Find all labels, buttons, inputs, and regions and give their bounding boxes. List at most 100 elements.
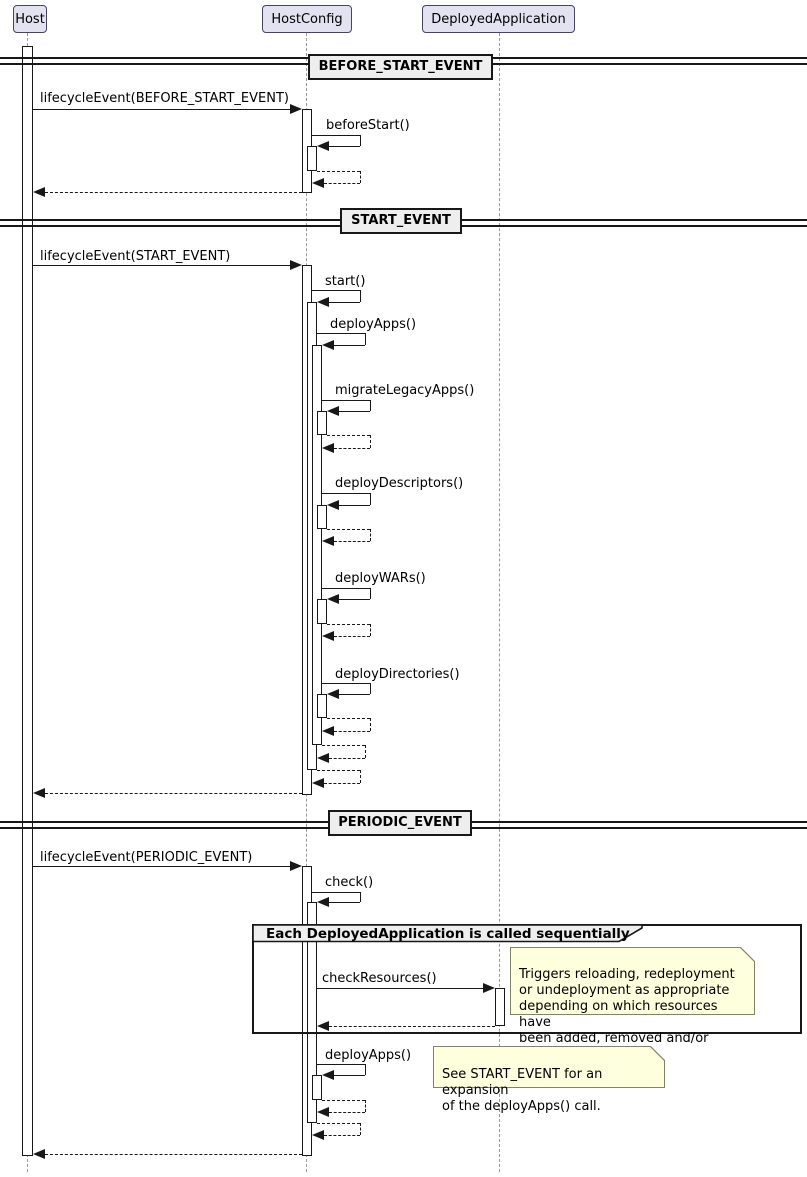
- self-call-line: [334, 1075, 365, 1076]
- return-line: [317, 770, 360, 771]
- self-call-line: [360, 290, 361, 302]
- activation-deploy-wars: [317, 599, 327, 624]
- self-call-line: [329, 302, 360, 303]
- self-call-line: [312, 892, 360, 893]
- note-deploy-apps: See START_EVENT for an expansion of the …: [433, 1046, 665, 1114]
- arrowhead: [317, 141, 329, 151]
- arrowhead: [33, 1149, 45, 1159]
- message-line: [317, 988, 483, 989]
- activation-check: [307, 902, 317, 1123]
- return-line: [370, 529, 371, 541]
- return-line: [334, 448, 370, 449]
- return-line: [317, 171, 360, 172]
- self-call-line: [370, 683, 371, 694]
- self-call-line: [329, 902, 360, 903]
- activation-deploy-directories: [317, 694, 327, 718]
- message-label-check-resources: checkResources(): [322, 971, 437, 986]
- arrowhead: [317, 297, 329, 307]
- self-call-line: [322, 588, 370, 589]
- arrowhead: [327, 689, 339, 699]
- group-label: Each DeployedApplication is called seque…: [266, 926, 630, 942]
- return-line: [327, 718, 370, 719]
- arrowhead: [290, 861, 302, 871]
- return-line: [327, 529, 370, 530]
- arrowhead: [33, 788, 45, 798]
- return-line: [324, 783, 360, 784]
- arrowhead: [322, 1070, 334, 1080]
- arrowhead: [327, 406, 339, 416]
- self-call-line: [339, 505, 370, 506]
- message-label-start: start(): [325, 274, 366, 289]
- note-fold-icon: [650, 1046, 665, 1061]
- activation-before-start: [307, 146, 317, 171]
- participant-hostconfig: HostConfig: [262, 5, 352, 33]
- activation-deploy-descriptors: [317, 505, 327, 529]
- message-label-deploy-apps-periodic: deployApps(): [325, 1048, 412, 1063]
- self-call-line: [312, 135, 360, 136]
- note-text: See START_EVENT for an expansion of the …: [442, 1067, 603, 1114]
- return-line: [322, 1100, 365, 1101]
- return-line: [327, 624, 370, 625]
- self-call-line: [360, 135, 361, 146]
- self-call-line: [312, 290, 360, 291]
- self-call-line: [317, 333, 365, 334]
- return-line: [334, 731, 370, 732]
- activation-deploy-apps-periodic: [312, 1075, 322, 1100]
- return-line: [324, 1135, 360, 1136]
- return-line: [329, 758, 365, 759]
- return-line: [334, 636, 370, 637]
- return-line: [322, 745, 365, 746]
- self-call-line: [322, 400, 370, 401]
- message-label-lifecycle-start: lifecycleEvent(START_EVENT): [40, 249, 231, 264]
- arrowhead: [483, 983, 495, 993]
- self-call-line: [317, 1064, 365, 1065]
- return-line: [329, 1026, 495, 1027]
- message-label-deploy-wars: deployWARs(): [335, 571, 426, 586]
- return-line: [370, 624, 371, 636]
- return-line: [360, 171, 361, 183]
- self-call-line: [339, 411, 370, 412]
- arrowhead: [33, 187, 45, 197]
- return-line: [329, 1112, 365, 1113]
- activation-deploy-apps: [312, 345, 322, 745]
- activation-migrate-legacy-apps: [317, 411, 327, 435]
- arrowhead: [322, 443, 334, 453]
- return-line: [45, 1154, 302, 1155]
- return-line: [45, 793, 302, 794]
- return-line: [370, 435, 371, 448]
- self-call-line: [334, 345, 365, 346]
- self-call-line: [339, 694, 370, 695]
- message-label-deploy-descriptors: deployDescriptors(): [335, 476, 464, 491]
- return-line: [324, 183, 360, 184]
- divider-before-start-event: BEFORE_START_EVENT: [308, 54, 493, 80]
- message-label-migrate-legacy-apps: migrateLegacyApps(): [335, 383, 475, 398]
- arrowhead: [290, 260, 302, 270]
- return-line: [365, 745, 366, 758]
- divider-periodic-event: PERIODIC_EVENT: [328, 810, 472, 836]
- arrowhead: [327, 594, 339, 604]
- message-label-lifecycle-periodic: lifecycleEvent(PERIODIC_EVENT): [40, 850, 253, 865]
- return-line: [327, 435, 370, 436]
- arrowhead: [312, 1130, 324, 1140]
- participant-deployedapplication: DeployedApplication: [422, 5, 575, 33]
- arrowhead: [317, 753, 329, 763]
- return-line: [365, 1100, 366, 1112]
- self-call-line: [322, 493, 370, 494]
- self-call-line: [322, 683, 370, 684]
- self-call-line: [370, 493, 371, 505]
- self-call-line: [365, 1064, 366, 1075]
- message-line: [33, 109, 291, 110]
- arrowhead: [322, 631, 334, 641]
- arrowhead: [317, 1107, 329, 1117]
- arrowhead: [312, 178, 324, 188]
- arrowhead: [322, 536, 334, 546]
- message-line: [33, 866, 291, 867]
- arrowhead: [327, 500, 339, 510]
- activation-host: [22, 46, 33, 1156]
- participant-host: Host: [13, 5, 47, 33]
- return-line: [360, 1123, 361, 1135]
- divider-start-event: START_EVENT: [340, 208, 462, 234]
- self-call-line: [339, 599, 370, 600]
- arrowhead: [290, 104, 302, 114]
